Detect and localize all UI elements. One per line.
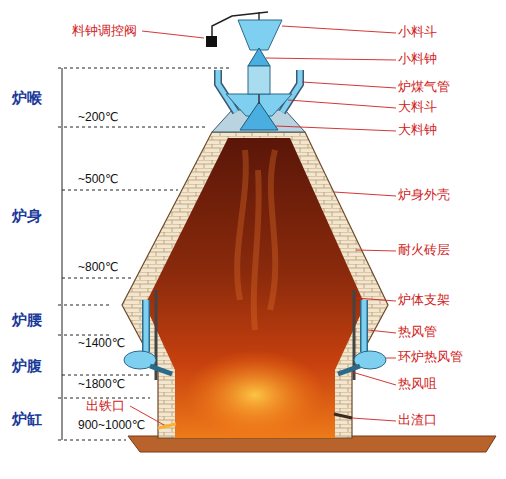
part-name: 小料斗	[398, 25, 437, 40]
zone-scale	[58, 305, 112, 306]
bell-control-valve	[212, 12, 268, 36]
part-name: 炉体支架	[398, 293, 450, 308]
leader-lines	[334, 192, 396, 196]
bell-control-valve	[206, 12, 268, 47]
zone-scale	[58, 440, 126, 441]
zone-scale	[62, 375, 150, 376]
hot-blast-system	[124, 290, 386, 380]
furnace-wall	[122, 132, 388, 440]
hot-blast-system	[338, 366, 360, 374]
part-name: 料钟调控阀	[72, 24, 137, 39]
part-name: 大料钟	[398, 123, 437, 138]
zone-name: 炉喉	[12, 89, 42, 106]
part-name: 出渣口	[398, 413, 437, 428]
leader-lines	[352, 418, 396, 421]
furnace-wall	[185, 350, 325, 440]
temperature: ~800℃	[78, 261, 119, 275]
hot-blast-system	[150, 366, 172, 374]
furnace-top	[218, 70, 236, 112]
furnace-top	[240, 102, 278, 130]
zone-scale	[62, 68, 63, 440]
tap-holes	[158, 414, 352, 428]
zone-scale	[62, 278, 132, 279]
leader-lines	[266, 58, 396, 60]
part-name: 出铁口	[86, 399, 125, 414]
temperature: ~200℃	[78, 111, 119, 125]
leader-lines	[302, 82, 396, 88]
hot-blast-system	[144, 300, 149, 352]
leader-lines	[386, 358, 396, 359]
part-name: 炉煤气管	[398, 80, 450, 95]
furnace-wall	[237, 150, 275, 330]
furnace-top	[248, 66, 270, 94]
part-name: 大料斗	[398, 100, 437, 115]
part-name: 环炉热风管	[398, 350, 463, 365]
leader-lines	[142, 31, 204, 38]
furnace-top	[282, 70, 300, 112]
tap-holes	[158, 424, 176, 428]
furnace-top	[218, 70, 236, 112]
hot-blast-system	[360, 300, 368, 352]
bell-control-valve	[206, 36, 217, 47]
part-name: 小料钟	[398, 52, 437, 67]
part-name: 耐火砖层	[398, 243, 450, 258]
hot-blast-system	[142, 300, 150, 352]
zone-scale	[62, 190, 178, 191]
furnace-top	[238, 20, 282, 50]
leader-lines	[282, 26, 396, 33]
zone-name: 炉身	[12, 207, 42, 224]
hot-blast-system	[362, 300, 367, 352]
temperature: ~1800℃	[78, 378, 125, 392]
zone-name: 炉缸	[12, 410, 42, 427]
part-name: 炉身外壳	[398, 188, 450, 203]
leader-lines	[130, 26, 396, 425]
temperature: ~1400℃	[78, 337, 125, 351]
leader-lines	[288, 100, 396, 108]
furnace-top	[248, 48, 270, 66]
part-name: 热风咀	[398, 377, 437, 392]
zone-scale	[58, 68, 232, 69]
temperature: 900~1000℃	[78, 419, 145, 433]
leader-lines	[356, 250, 396, 251]
leader-lines	[368, 330, 396, 333]
zone-name: 炉腰	[12, 311, 42, 328]
zone-scale	[58, 335, 112, 336]
temperature: ~500℃	[78, 173, 119, 187]
leader-lines	[276, 126, 396, 131]
tap-holes	[334, 414, 352, 418]
part-name: 热风管	[398, 325, 437, 340]
leader-lines	[352, 372, 396, 385]
furnace-top	[282, 70, 300, 112]
zone-name: 炉腹	[12, 357, 42, 374]
furnace-top	[212, 12, 305, 132]
leader-lines	[356, 298, 396, 301]
zone-scale	[58, 127, 208, 128]
